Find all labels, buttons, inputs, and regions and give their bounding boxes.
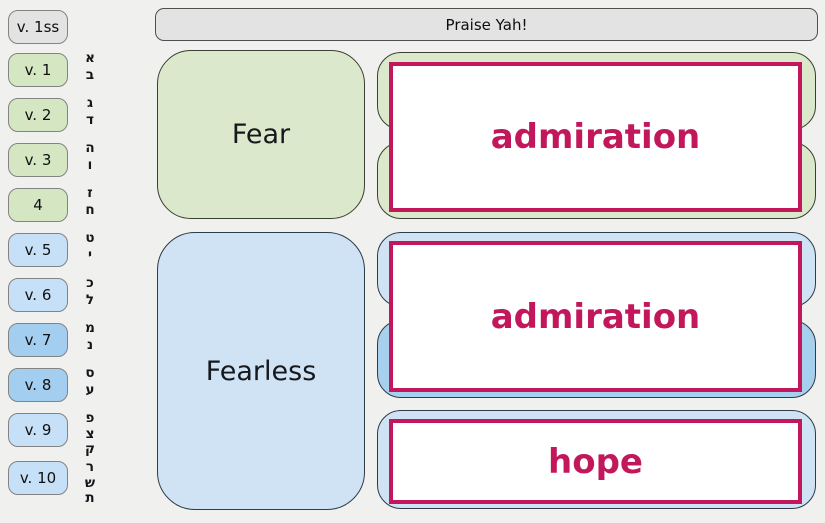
admiration-card-fearless[interactable]: admiration [389,241,802,392]
verse-button-2[interactable]: v. 2 [8,98,68,132]
verse-button-8[interactable]: v. 8 [8,368,68,402]
hebrew-letter: צ [85,425,95,442]
hebrew-letter: כ [86,275,94,291]
hebrew-letter: ג [86,95,94,111]
verse-button-3[interactable]: v. 3 [8,143,68,177]
fear-section-box[interactable]: Fear [157,50,365,219]
hebrew-letter: ת [85,490,95,506]
hebrew-letter: ר [85,459,95,475]
hebrew-letters-v6: כ ל [78,275,102,309]
verse-button-6[interactable]: v. 6 [8,278,68,312]
hebrew-letter: ט [85,230,95,246]
verse-button-1ss[interactable]: v. 1ss [8,10,68,44]
hebrew-letter: פ [85,410,95,426]
hebrew-letters-v4: ז ח [78,185,102,219]
hebrew-letter: א [85,50,95,66]
hebrew-letters-v7: מ נ [78,320,102,354]
hebrew-letter: ע [85,382,95,398]
hebrew-letter: ה [85,140,95,156]
praise-yah-header[interactable]: Praise Yah! [155,8,818,41]
hebrew-letter: ב [85,67,95,83]
hebrew-letter: ו [87,157,93,173]
hebrew-letter: ח [85,202,95,218]
verse-button-10[interactable]: v. 10 [8,461,68,495]
fearless-section-box[interactable]: Fearless [157,232,365,510]
hebrew-letters-v8: ס ע [78,365,102,399]
hebrew-letters-v2: ג ד [78,95,102,129]
hebrew-letter: נ [86,337,94,353]
hebrew-letter: מ [85,320,95,336]
admiration-card-fear[interactable]: admiration [389,62,802,212]
hebrew-letter: ק [85,441,95,457]
hebrew-letter: י [88,247,92,263]
verse-button-4[interactable]: 4 [8,188,68,222]
verse-button-9[interactable]: v. 9 [8,413,68,447]
hebrew-letter: ד [86,112,94,128]
hebrew-letters-v9: פ צ ק [78,410,102,458]
hebrew-letter: ל [85,292,95,308]
hebrew-letter: ס [85,365,95,381]
hebrew-letters-v10: ר ש ת [78,459,102,507]
hebrew-letter: ש [84,474,96,491]
verse-button-7[interactable]: v. 7 [8,323,68,357]
hebrew-letter: ז [87,185,93,201]
hebrew-letters-v1: א ב [78,50,102,84]
hebrew-letters-v5: ט י [78,230,102,264]
hebrew-letters-v3: ה ו [78,140,102,174]
hope-card[interactable]: hope [389,419,802,504]
verse-button-5[interactable]: v. 5 [8,233,68,267]
verse-button-1[interactable]: v. 1 [8,53,68,87]
